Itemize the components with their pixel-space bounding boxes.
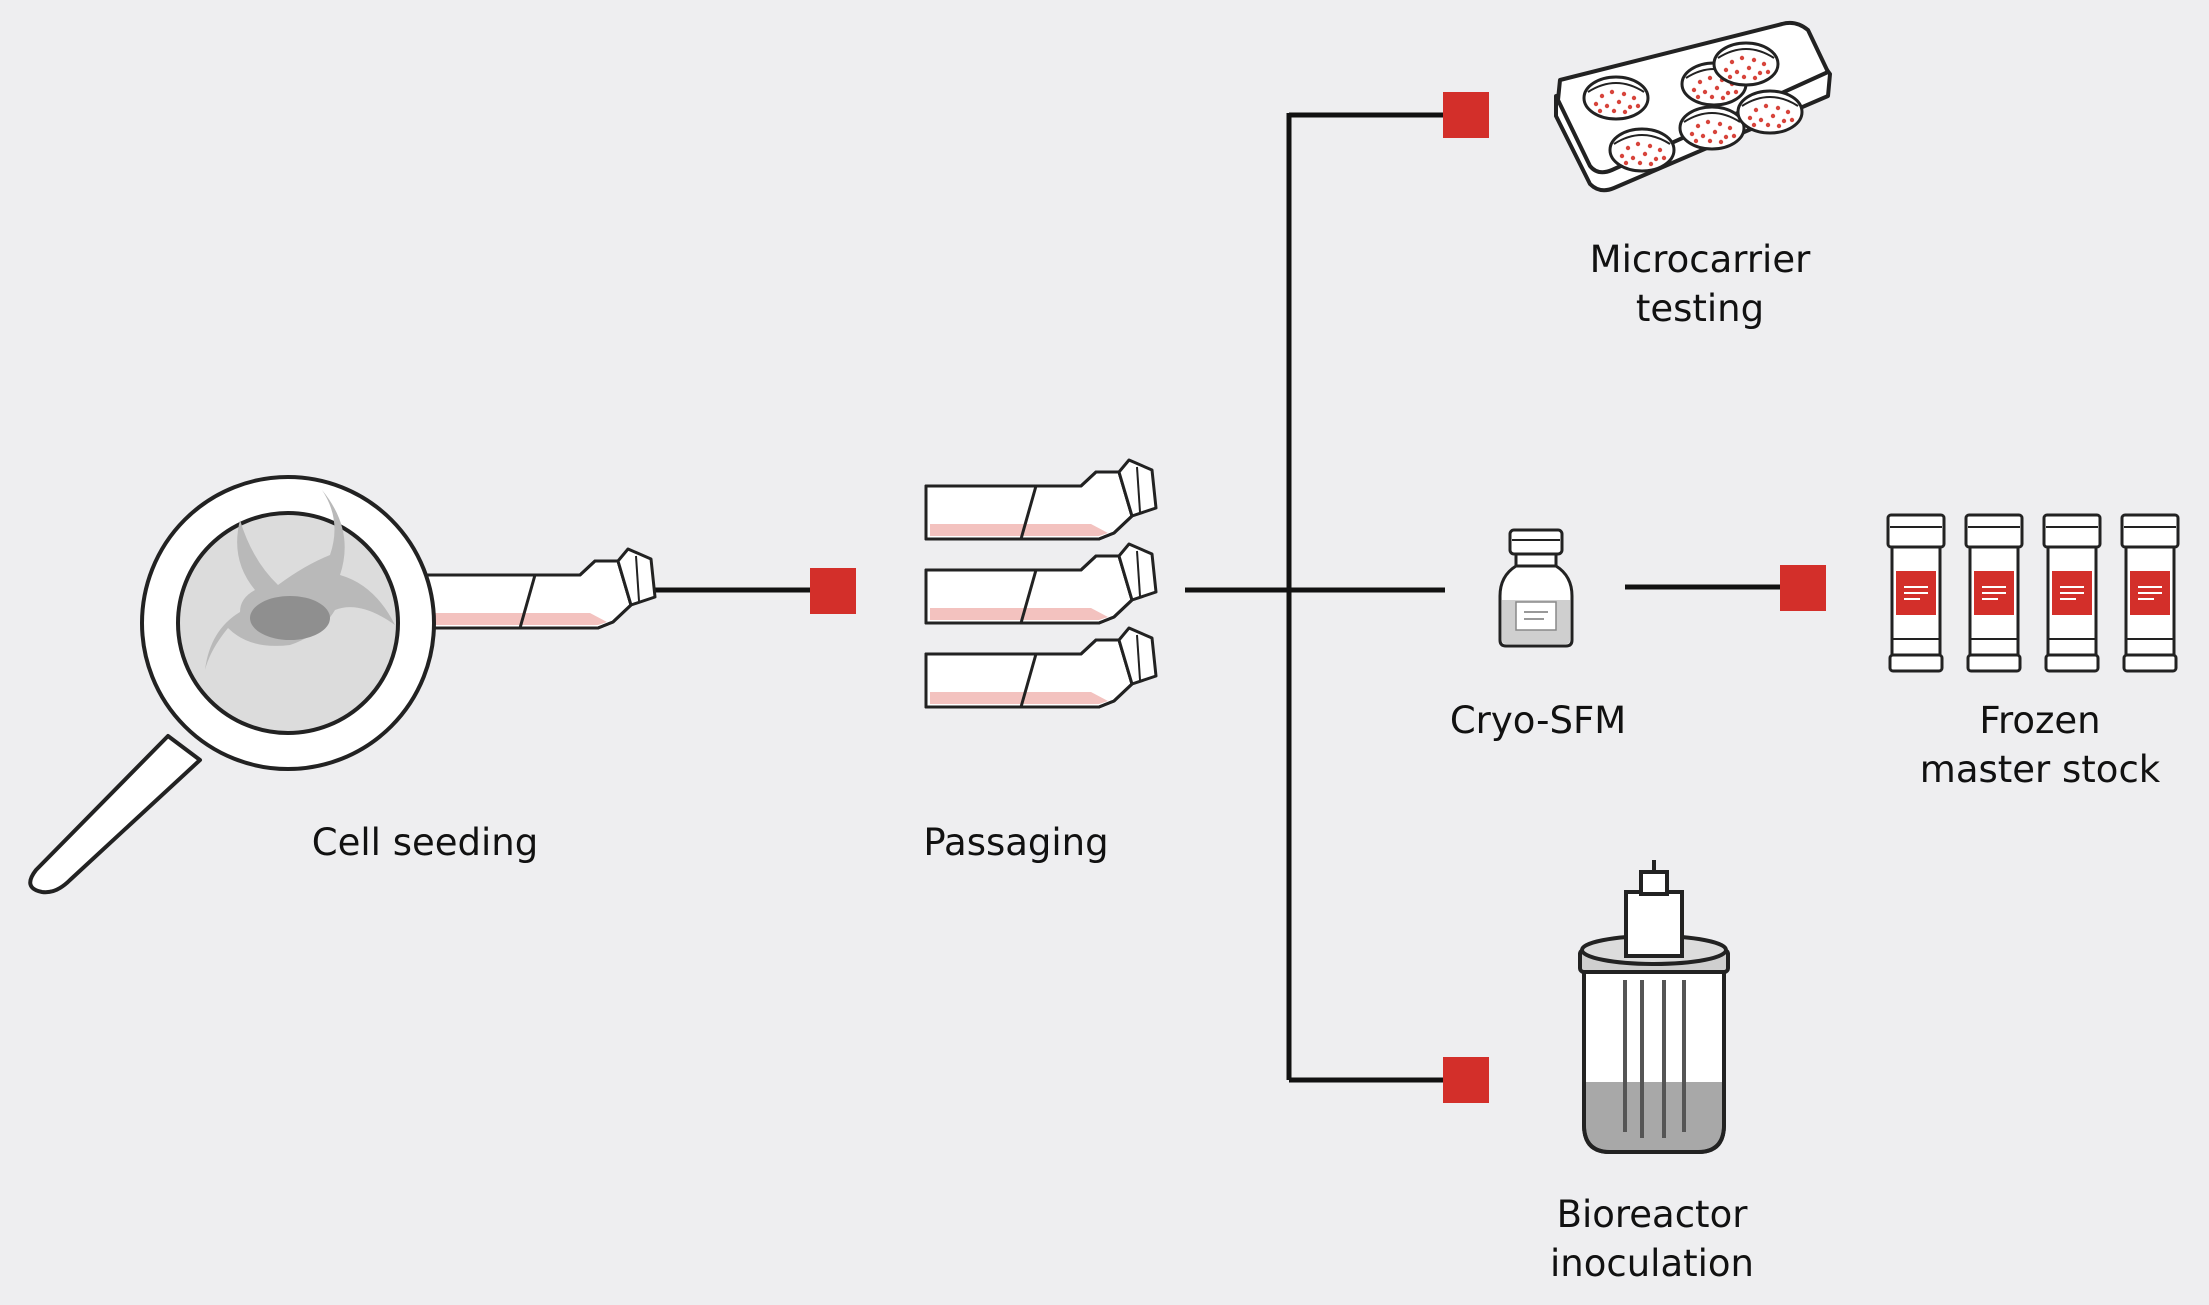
cryo-bottle-icon — [1498, 528, 1574, 648]
label-frozen-master-stock: Frozen master stock — [1920, 696, 2160, 794]
label-line: Frozen — [1979, 699, 2101, 742]
six-well-plate-icon — [1554, 20, 1832, 193]
label-microcarrier-testing: Microcarrier testing — [1590, 235, 1811, 333]
label-cryo-sfm: Cryo-SFM — [1450, 696, 1626, 745]
node-marker-passaging — [810, 568, 856, 614]
connector-cryo-frozen — [1625, 565, 1826, 611]
label-line: Cryo-SFM — [1449, 699, 1627, 742]
node-marker-frozen — [1780, 565, 1826, 611]
label-line: master stock — [1919, 748, 2161, 791]
node-marker-bioreactor — [1443, 1057, 1489, 1103]
node-marker-microcarrier — [1443, 92, 1489, 138]
label-bioreactor-inoculation: Bioreactor inoculation — [1550, 1190, 1754, 1288]
three-flasks-icon — [924, 458, 1158, 709]
label-line: Passaging — [923, 821, 1109, 864]
label-line: testing — [1635, 287, 1765, 330]
cryovial-set-icon — [1886, 513, 2180, 673]
connector-branch — [1185, 92, 1489, 1103]
label-line: inoculation — [1550, 1242, 1754, 1285]
label-line: Cell seeding — [311, 821, 539, 864]
connector-seeding-passaging — [643, 568, 856, 614]
label-passaging: Passaging — [923, 818, 1108, 867]
bioreactor-vessel-icon — [1578, 860, 1730, 1154]
label-cell-seeding: Cell seeding — [312, 818, 538, 867]
magnifier-cell-flask-icon — [28, 475, 657, 895]
label-line: Bioreactor — [1556, 1193, 1748, 1236]
label-line: Microcarrier — [1589, 238, 1811, 281]
